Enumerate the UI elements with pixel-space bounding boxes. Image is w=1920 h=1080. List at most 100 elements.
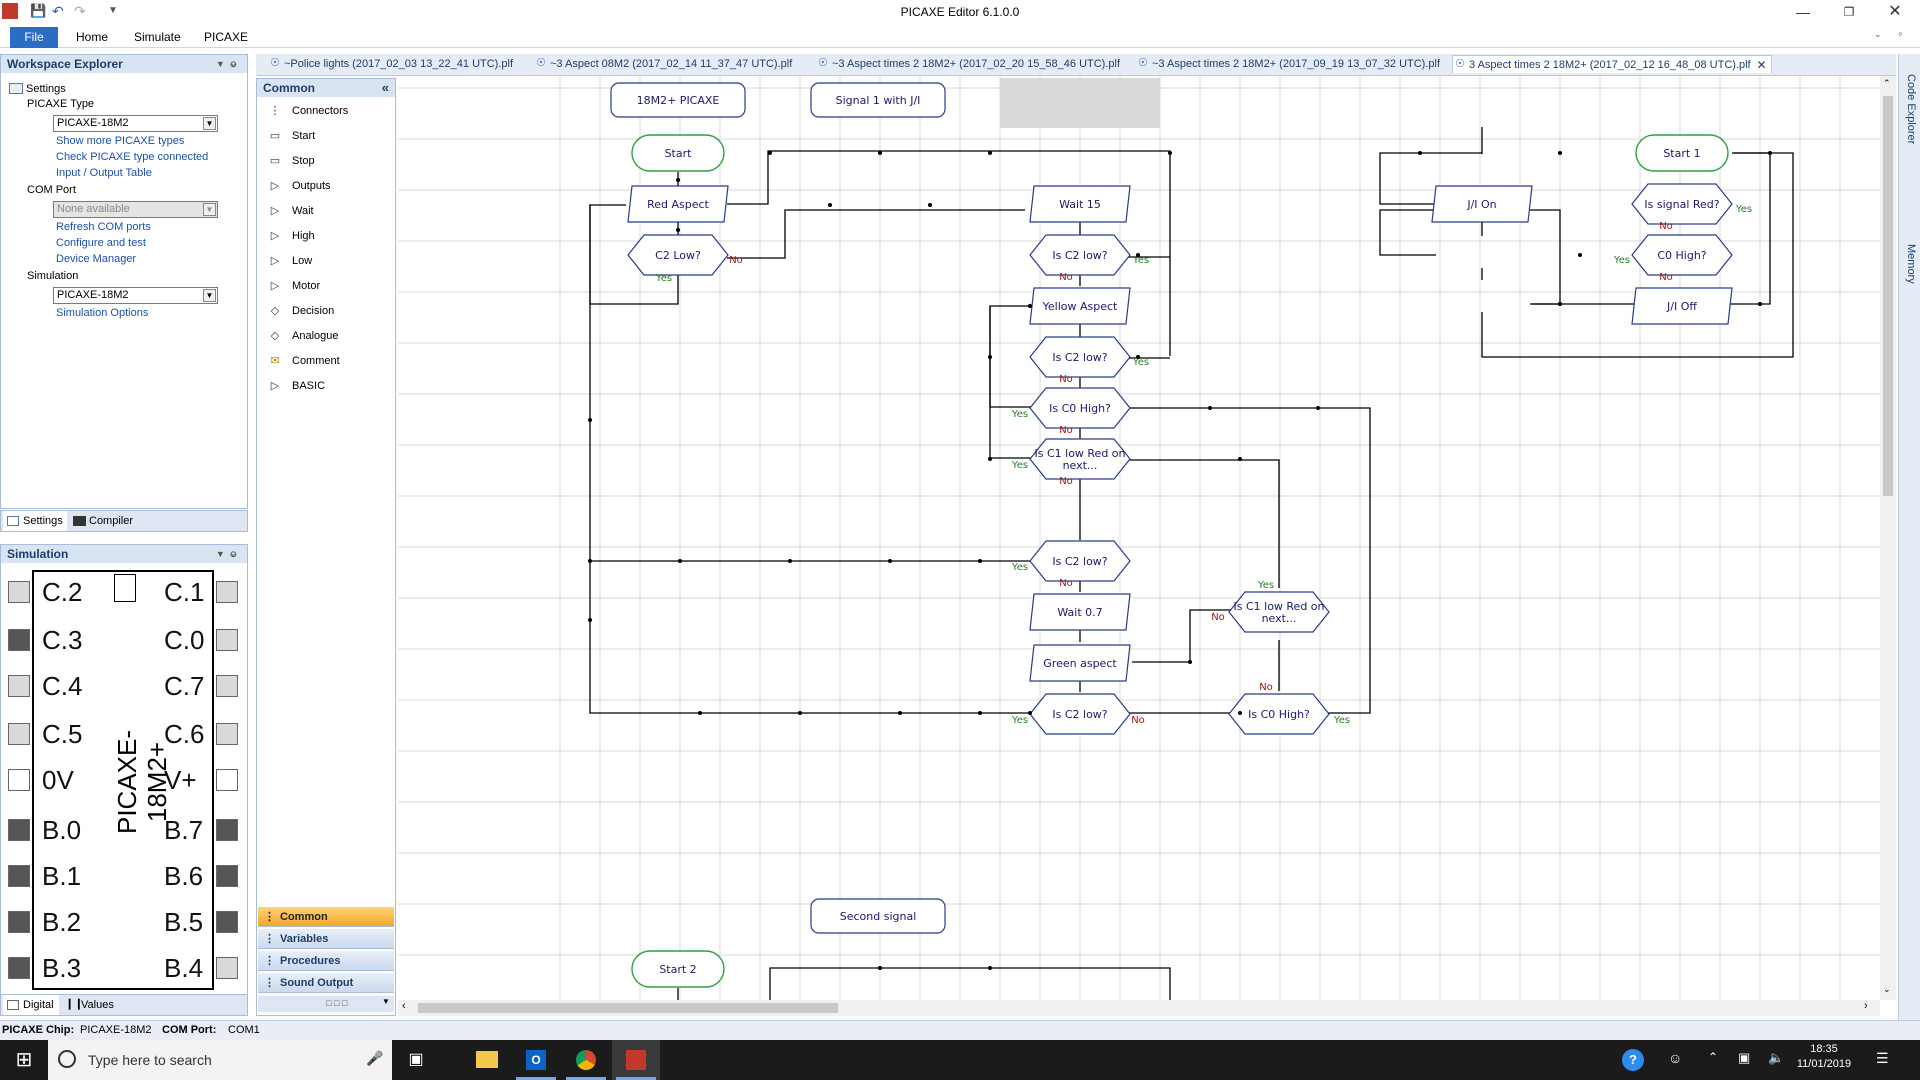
close-button[interactable]: ✕ <box>1888 3 1902 20</box>
scroll-right-icon[interactable]: › <box>1864 1000 1868 1012</box>
pin-c0-toggle[interactable] <box>216 629 238 651</box>
microphone-icon[interactable]: 🎤 <box>366 1050 384 1066</box>
pin-b0-toggle[interactable] <box>8 819 30 841</box>
device-manager-link[interactable]: Device Manager <box>56 253 137 265</box>
network-icon[interactable]: ▣ <box>1738 1050 1751 1065</box>
decision-diamond[interactable] <box>1228 591 1330 633</box>
tab-picaxe[interactable]: PICAXE <box>204 30 249 44</box>
pin-c1-toggle[interactable] <box>216 581 238 603</box>
decision-diamond[interactable] <box>1029 387 1131 429</box>
toolbox-view-icons[interactable]: □ □ □ <box>326 998 348 1008</box>
help-icon[interactable]: ? <box>1622 1049 1644 1071</box>
refresh-com-link[interactable]: Refresh COM ports <box>56 221 151 233</box>
process-box[interactable] <box>1029 593 1131 631</box>
start-terminal[interactable] <box>631 134 725 172</box>
start-terminal[interactable] <box>1635 134 1729 172</box>
decision-diamond[interactable] <box>1029 336 1131 378</box>
save-icon[interactable]: 💾 <box>30 3 47 18</box>
decision-diamond[interactable] <box>1029 234 1131 276</box>
simulation-options-link[interactable]: Simulation Options <box>56 307 149 319</box>
decision-diamond[interactable] <box>1631 183 1733 225</box>
comment-shape[interactable] <box>810 898 946 934</box>
toolbox-item-start[interactable]: ▭Start <box>258 126 398 146</box>
toolbox-item-basic[interactable]: ▷BASIC <box>258 376 398 396</box>
pin-b3-toggle[interactable] <box>8 957 30 979</box>
comment-shape[interactable] <box>810 82 946 118</box>
toolbox-item-motor[interactable]: ▷Motor <box>258 276 398 296</box>
configure-test-link[interactable]: Configure and test <box>56 237 146 249</box>
people-icon[interactable]: ☺ <box>1668 1050 1683 1066</box>
pin-icon[interactable]: ▼ ⎉ <box>215 59 237 69</box>
process-box[interactable] <box>627 185 729 223</box>
scroll-down-icon[interactable]: ⌄ <box>1883 984 1891 994</box>
toolbox-item-decision[interactable]: ◇Decision <box>258 301 398 321</box>
horizontal-scroll-thumb[interactable] <box>418 1003 838 1013</box>
decision-diamond[interactable] <box>1631 234 1733 276</box>
doc-tab-active[interactable]: ☉3 Aspect times 2 18M2+ (2017_02_12 16_4… <box>1452 55 1772 73</box>
clock[interactable]: 18:35 11/01/2019 <box>1792 1043 1856 1070</box>
pin-0v-toggle[interactable] <box>8 769 30 791</box>
decision-diamond[interactable] <box>1029 540 1131 582</box>
action-center-icon[interactable]: ☰ <box>1876 1050 1889 1066</box>
decision-diamond[interactable] <box>627 234 729 276</box>
tab-simulate[interactable]: Simulate <box>134 30 181 44</box>
doc-tab-2[interactable]: ☉~3 Aspect 08M2 (2017_02_14 11_37_47 UTC… <box>534 55 792 73</box>
toolbox-item-connectors[interactable]: ⋮Connectors <box>258 101 398 121</box>
outlook-icon[interactable]: O <box>512 1040 560 1080</box>
doc-tab-3[interactable]: ☉~3 Aspect times 2 18M2+ (2017_02_20 15_… <box>816 55 1120 73</box>
windows-start-icon[interactable]: ⊞ <box>15 1049 33 1071</box>
category-common[interactable]: ⋮Common <box>258 907 394 927</box>
category-sound-output[interactable]: ⋮Sound Output <box>258 973 394 993</box>
search-box[interactable]: Type here to search 🎤 <box>48 1040 392 1080</box>
pin-c6-toggle[interactable] <box>216 723 238 745</box>
vertical-scroll-thumb[interactable] <box>1883 96 1893 496</box>
tab-file[interactable]: File <box>10 27 58 48</box>
pin-c5-toggle[interactable] <box>8 723 30 745</box>
close-tab-icon[interactable]: ✕ <box>1756 58 1767 72</box>
tab-values[interactable]: ❙❙Values <box>61 995 114 1015</box>
show-more-types-link[interactable]: Show more PICAXE types <box>56 135 185 147</box>
toolbox-item-outputs[interactable]: ▷Outputs <box>258 176 398 196</box>
pin-b1-toggle[interactable] <box>8 865 30 887</box>
start-terminal[interactable] <box>631 950 725 988</box>
pin-b5-toggle[interactable] <box>216 911 238 933</box>
pin-c4-toggle[interactable] <box>8 675 30 697</box>
tab-settings[interactable]: Settings <box>3 511 67 531</box>
pin-b2-toggle[interactable] <box>8 911 30 933</box>
toolbox-item-low[interactable]: ▷Low <box>258 251 398 271</box>
toolbox-item-comment[interactable]: ✉Comment <box>258 351 398 371</box>
settings-root[interactable]: Settings <box>9 83 66 95</box>
toolbox-item-analogue[interactable]: ◇Analogue <box>258 326 398 346</box>
comment-shape[interactable] <box>610 82 746 118</box>
vertical-scrollbar[interactable]: ⌃ ⌄ <box>1880 76 1896 1000</box>
redo-icon[interactable]: ↷ <box>74 3 86 19</box>
simulation-select[interactable]: PICAXE-18M2▼ <box>53 287 218 304</box>
category-variables[interactable]: ⋮Variables <box>258 929 394 949</box>
help-icon[interactable]: ◦ <box>1898 26 1903 41</box>
process-box[interactable] <box>1029 287 1131 325</box>
undo-icon[interactable]: ↶ <box>52 3 64 19</box>
decision-diamond[interactable] <box>1029 438 1131 480</box>
category-procedures[interactable]: ⋮Procedures <box>258 951 394 971</box>
toolbox-item-wait[interactable]: ▷Wait <box>258 201 398 221</box>
process-box[interactable] <box>1631 287 1733 325</box>
volume-icon[interactable]: 🔈 <box>1768 1050 1785 1065</box>
ribbon-collapse-icon[interactable]: ⌄ <box>1874 29 1882 39</box>
collapse-icon[interactable]: « <box>381 80 389 95</box>
pin-b7-toggle[interactable] <box>216 819 238 841</box>
process-box[interactable] <box>1029 644 1131 682</box>
picaxe-type-select[interactable]: PICAXE-18M2▼ <box>53 115 218 132</box>
pin-b4-toggle[interactable] <box>216 957 238 979</box>
decision-diamond[interactable] <box>1228 693 1330 735</box>
code-explorer-tab[interactable]: Code Explorer <box>1903 74 1917 224</box>
decision-diamond[interactable] <box>1029 693 1131 735</box>
pin-c7-toggle[interactable] <box>216 675 238 697</box>
picaxe-editor-icon[interactable] <box>612 1040 660 1080</box>
tab-home[interactable]: Home <box>76 30 109 44</box>
task-view-icon[interactable]: ▣ <box>408 1051 424 1068</box>
com-port-select[interactable]: None available▼ <box>53 201 218 218</box>
horizontal-scrollbar[interactable]: ‹ › <box>398 1000 1880 1016</box>
toolbox-item-high[interactable]: ▷High <box>258 226 398 246</box>
file-explorer-icon[interactable] <box>462 1040 510 1080</box>
